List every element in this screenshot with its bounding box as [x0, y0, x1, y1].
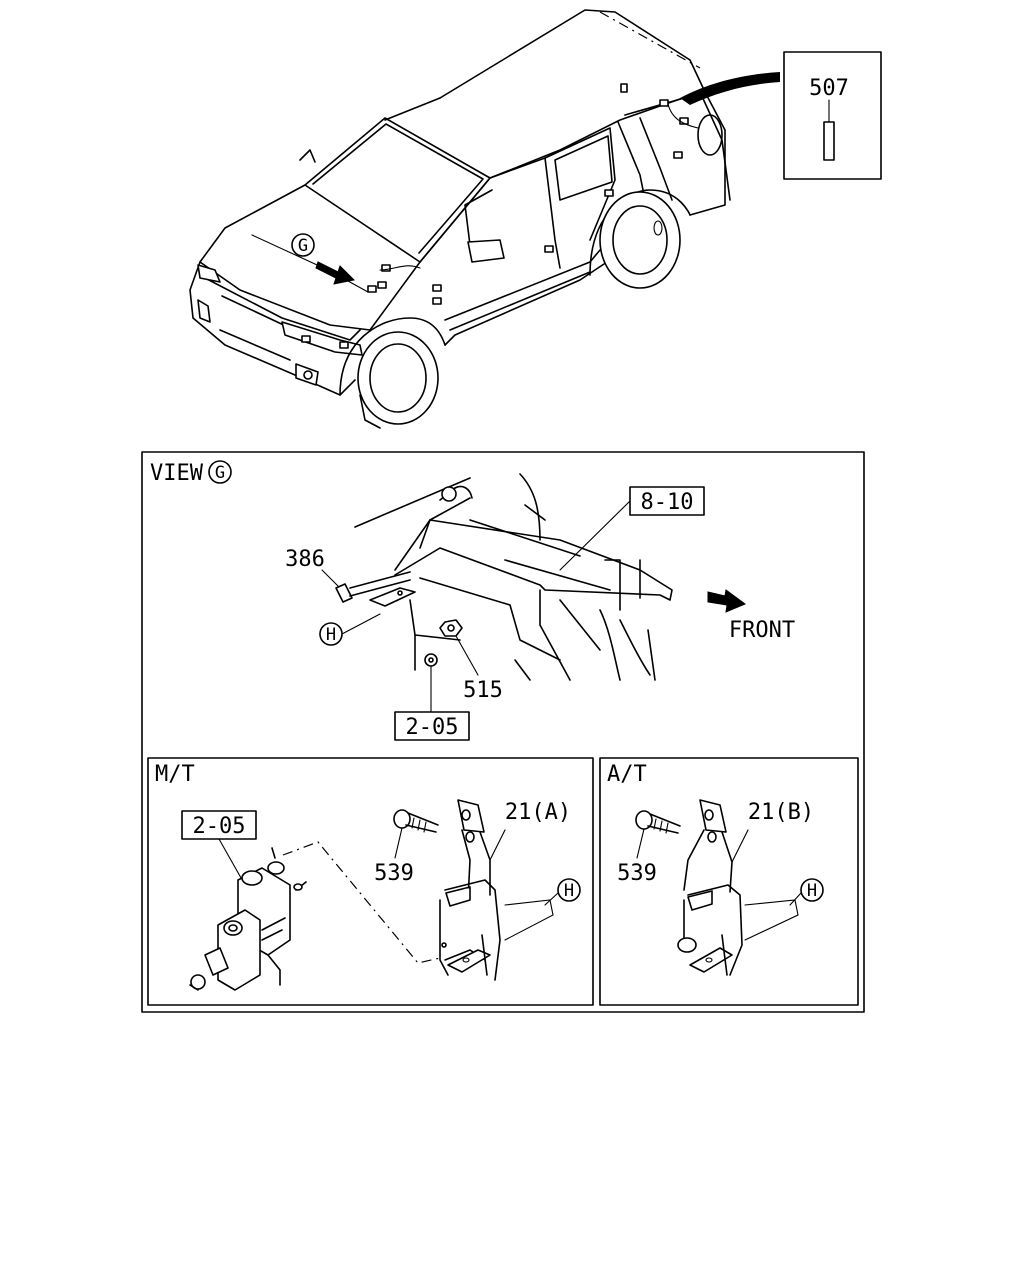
mt-part-539-label: 539	[374, 861, 414, 886]
vehicle-illustration: G	[189, 9, 780, 429]
part-515-label: 515	[463, 678, 503, 703]
front-arrow	[707, 589, 747, 613]
engine-bay-structure	[354, 473, 673, 681]
part-507-label: 507	[809, 76, 849, 101]
connector-markers	[301, 83, 689, 349]
part-386-label: 386	[285, 547, 325, 572]
bolt-386: 386	[285, 547, 416, 607]
marker-h-view: H	[319, 613, 381, 646]
marker-h-mt: H	[544, 878, 581, 906]
view-label: VIEW	[150, 461, 204, 486]
at-panel: A/T 539 21(B)	[599, 757, 859, 1006]
screw-539-mt: 539	[374, 809, 439, 886]
view-marker-circle	[208, 460, 232, 484]
mt-marker-h-text: H	[564, 881, 574, 901]
mt-label: M/T	[155, 762, 195, 787]
view-direction-arrow	[315, 261, 356, 285]
car-marker-text: G	[298, 236, 308, 256]
at-part-539-label: 539	[617, 861, 657, 886]
marker-h-at: H	[789, 878, 824, 906]
bracket-21a: 21(A)	[439, 799, 571, 981]
callout-box-507: 507	[783, 51, 882, 180]
marker-h-view-text: H	[326, 625, 336, 645]
mt-part-21-label: 21(A)	[505, 800, 571, 825]
ref-8-10-label: 8-10	[641, 490, 694, 515]
mt-ref-2-05-label: 2-05	[193, 814, 246, 839]
sensor-assembly	[189, 847, 307, 991]
view-g-panel: VIEW G	[141, 451, 865, 1013]
view-marker-text: G	[215, 463, 225, 483]
ref-2-05-view-label: 2-05	[406, 715, 459, 740]
mt-panel: M/T 2-05	[147, 757, 594, 1006]
front-direction: FRONT	[707, 589, 795, 643]
ref-8-10: 8-10	[559, 486, 705, 571]
ref-2-05-view: 2-05	[394, 711, 470, 741]
callout-arrow-507	[680, 72, 780, 105]
screw-539-at: 539	[617, 810, 681, 886]
bracket-21b: 21(B)	[677, 799, 814, 976]
front-label: FRONT	[729, 618, 795, 643]
at-part-21-label: 21(B)	[748, 800, 814, 825]
nut-515: 515	[424, 619, 503, 713]
at-marker-h-text: H	[807, 881, 817, 901]
view-g-marker-car: G	[291, 233, 315, 257]
at-label: A/T	[607, 762, 647, 787]
